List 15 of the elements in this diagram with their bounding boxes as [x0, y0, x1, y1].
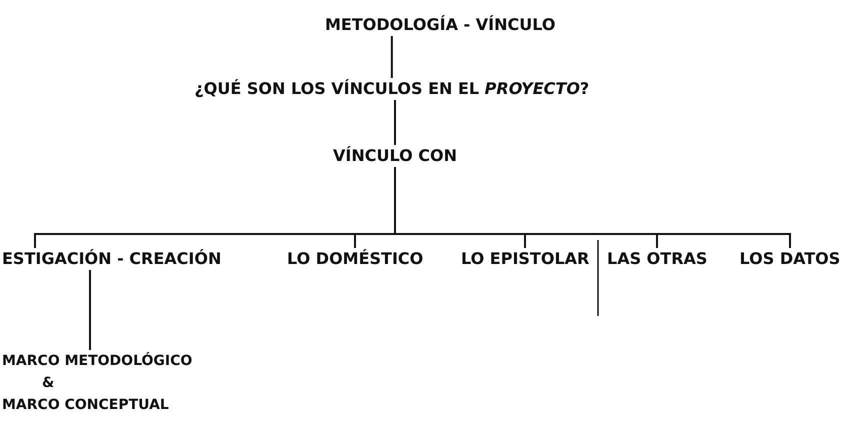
node-label: LO DOMÉSTICO	[287, 248, 424, 270]
node-label: MARCO METODOLÓGICO	[2, 351, 192, 371]
node-label: MARCO CONCEPTUAL	[2, 396, 170, 415]
node-label: ¿QUÉ SON LOS VÍNCULOS EN EL PROYECTO?	[194, 78, 590, 100]
node-label: VÍNCULO CON	[333, 145, 457, 167]
node-label: LO EPISTOLAR	[461, 248, 590, 270]
connector-line	[394, 167, 791, 248]
node-label: LOS DATOS	[740, 248, 840, 270]
node-label: ESTIGACIÓN - CREACIÓN	[2, 248, 222, 270]
connector-line	[394, 100, 396, 145]
connector-line	[390, 36, 393, 78]
node-label: METODOLOGÍA - VÍNCULO	[325, 14, 556, 36]
node-label: &	[41, 374, 56, 393]
node-label: LAS OTRAS	[607, 248, 708, 270]
connector-line	[89, 270, 91, 350]
